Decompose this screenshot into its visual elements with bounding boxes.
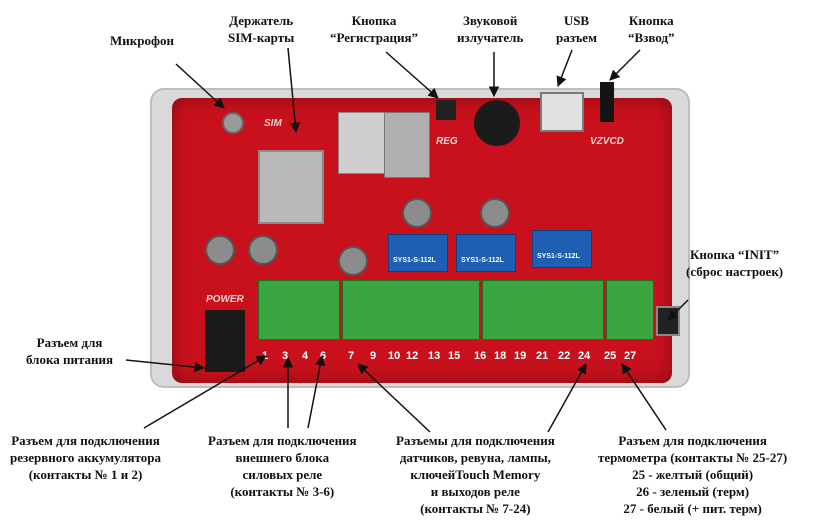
pin-number: 4 [302, 350, 309, 362]
arrow-usb [556, 49, 573, 87]
relay: SYS1-S-112L [456, 234, 516, 272]
capacitor [338, 246, 368, 276]
label-relay-block: Разъем для подключения внешнего блока си… [208, 433, 357, 499]
capacitor [248, 235, 278, 265]
label-power-connector: Разъем для блока питания [26, 335, 114, 367]
pin-number: 7 [348, 350, 355, 362]
capacitor [480, 198, 510, 228]
usb-connector-part [540, 92, 584, 132]
capacitor [205, 235, 235, 265]
relay: SYS1-S-112L [532, 230, 592, 268]
pin-number: 1 [262, 350, 269, 362]
pin-number: 19 [514, 350, 527, 362]
silk-sim: SIM [264, 118, 282, 129]
init-button-part [656, 306, 680, 336]
label-backup-battery: Разъем для подключения резервного аккуму… [10, 433, 161, 482]
microphone-part [222, 112, 244, 134]
silk-power: POWER [206, 294, 244, 305]
pin-number: 24 [578, 350, 591, 362]
pin-number: 18 [494, 350, 507, 362]
label-vzvod-button: Кнопка “Взвод” [628, 13, 675, 45]
silk-vzvcd: VZVCD [590, 136, 624, 147]
label-buzzer: Звуковой излучатель [457, 13, 524, 45]
pin-number: 27 [624, 350, 637, 362]
pin-number: 15 [448, 350, 461, 362]
pin-number: 22 [558, 350, 571, 362]
label-sim-holder: Держатель SIM-карты [228, 13, 295, 45]
label-reg-button: Кнопка “Регистрация” [330, 13, 418, 45]
reg-button-part [436, 100, 456, 120]
pin-number: 16 [474, 350, 487, 362]
pin-number: 13 [428, 350, 441, 362]
buzzer-part [474, 100, 520, 146]
sim-holder-part [258, 150, 324, 224]
pin-number: 25 [604, 350, 617, 362]
pin-number: 9 [370, 350, 377, 362]
pin-number: 12 [406, 350, 419, 362]
arrow-vzvod [609, 49, 641, 81]
pin-number: 10 [388, 350, 401, 362]
terminal-block [258, 280, 340, 340]
label-usb: USB разъем [556, 13, 597, 45]
label-microphone: Микрофон [110, 33, 174, 48]
power-jack-part [205, 310, 245, 372]
label-init-button: Кнопка “INIT” (сброс настроек) [686, 247, 784, 279]
terminal-block [342, 280, 480, 340]
relay: SYS1-S-112L [388, 234, 448, 272]
voltage-regulator-part [338, 112, 386, 174]
pin-number: 21 [536, 350, 549, 362]
capacitor [402, 198, 432, 228]
label-sensors: Разъемы для подключения датчиков, ревуна… [396, 433, 555, 516]
silk-reg: REG [436, 136, 458, 147]
pin-number: 3 [282, 350, 289, 362]
terminal-block [606, 280, 654, 340]
pin-number: 6 [320, 350, 327, 362]
heatsink-part [384, 112, 430, 178]
terminal-block [482, 280, 604, 340]
vzvod-button-part [600, 82, 614, 122]
label-thermometer: Разъем для подключения термометра (конта… [598, 433, 788, 516]
